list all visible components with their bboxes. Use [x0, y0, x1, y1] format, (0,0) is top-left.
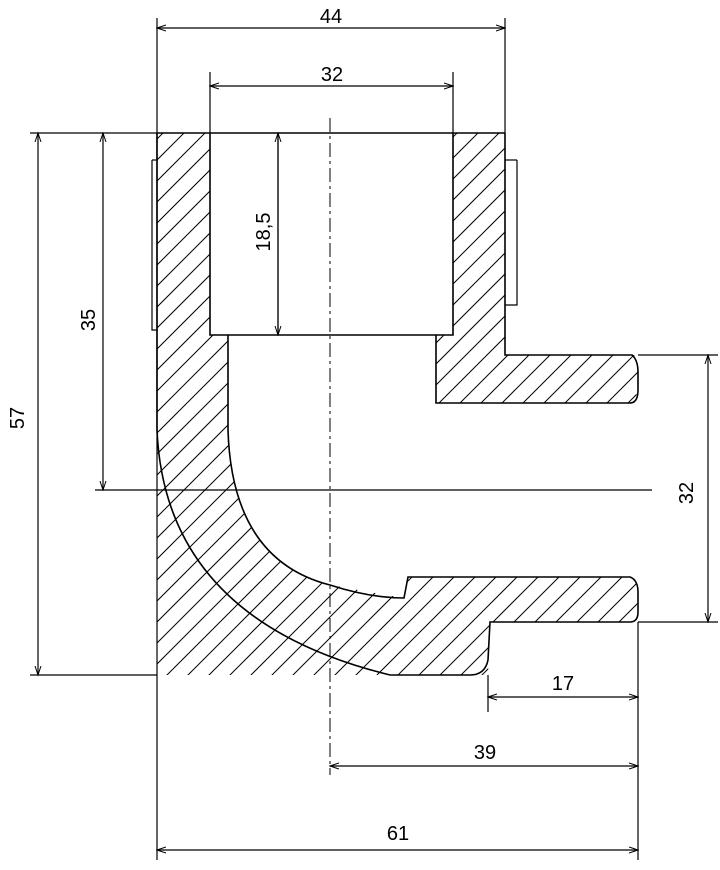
dim-35-label: 35 — [78, 309, 100, 331]
dim-44-label: 44 — [320, 6, 342, 28]
dim-18-5-label: 18,5 — [253, 213, 275, 252]
dimension-lines — [38, 28, 708, 850]
dim-39-label: 39 — [474, 742, 496, 764]
dim-61-label: 61 — [387, 823, 409, 845]
extension-lines — [30, 18, 718, 860]
dim-57-label: 57 — [7, 407, 29, 429]
dim-32-top-label: 32 — [321, 64, 343, 86]
dim-17-label: 17 — [552, 673, 574, 695]
dim-32-side-label: 32 — [676, 482, 698, 504]
